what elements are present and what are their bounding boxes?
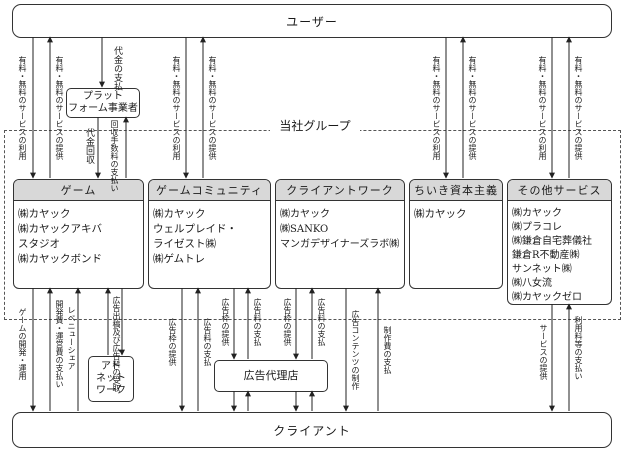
label-collect: 代金回収 — [84, 128, 94, 164]
label-c-slot: 広告枠の提供 — [168, 318, 177, 366]
ad-agency-label: 広告代理店 — [243, 369, 299, 382]
label-o-service: サービスの提供 — [539, 324, 548, 380]
company-item: サンネット㈱ — [512, 264, 572, 275]
panel-game-community-list: ㈱カヤック ウェルプレイド・ ライゼスト㈱ ㈱ゲムトレ — [149, 201, 270, 267]
company-item: ㈱八女流 — [512, 278, 552, 289]
ad-agency-box: 広告代理店 — [214, 360, 328, 392]
company-item: ㈱カヤック — [512, 208, 562, 219]
panel-game-community: ゲームコミュニティ ㈱カヤック ウェルプレイド・ ライゼスト㈱ ㈱ゲムトレ — [148, 179, 271, 289]
label-chiiki-use: 有料・無料のサービスの利用 — [432, 56, 441, 160]
company-item: ㈱プラコレ — [512, 222, 562, 233]
platform-line2: フォーム事業者 — [68, 103, 138, 114]
ad-network-line3: ワーク — [96, 385, 126, 396]
label-o-fee: 利用料等の支払い — [574, 316, 583, 380]
company-item: ライゼスト㈱ — [153, 238, 216, 250]
label-c-fee: 広告料の支払 — [203, 318, 212, 366]
panel-client-work-title: クライアントワーク — [276, 180, 404, 201]
user-bar: ユーザー — [12, 4, 612, 38]
label-chiiki-provide: 有料・無料のサービスの提供 — [468, 56, 477, 160]
panel-client-work: クライアントワーク ㈱カヤック ㈱SANKO マンガデザイナーズラボ㈱ — [275, 179, 405, 289]
group-label: 当社グループ — [270, 117, 360, 134]
panel-client-work-list: ㈱カヤック ㈱SANKO マンガデザイナーズラボ㈱ — [276, 201, 404, 252]
label-game-use: 有料・無料のサービスの利用 — [18, 56, 27, 160]
label-g-revshare: レベニューシェア — [67, 306, 76, 370]
ad-network-line2: ネット — [96, 373, 126, 384]
ad-network-line1: アド — [101, 361, 121, 372]
panel-other-services-list: ㈱カヤック ㈱プラコレ ㈱鎌倉自宅葬儀社 鎌倉R不動産㈱ サンネット㈱ ㈱八女流… — [508, 201, 611, 304]
label-c-fee2: 広告料の支払 — [253, 298, 262, 346]
label-cw-content: 広告コンテンツの制作 — [351, 310, 360, 390]
company-item: ㈱カヤックゼロ — [512, 292, 582, 303]
company-item: ㈱カヤック — [18, 208, 71, 220]
platform-operator-box: プラット フォーム事業者 — [66, 88, 140, 118]
label-g-cost: 開発費・運営費の支払い — [55, 300, 64, 388]
company-item: ㈱ゲムトレ — [153, 253, 205, 265]
panel-game: ゲーム ㈱カヤック ㈱カヤックアキバ スタジオ ㈱カヤックボンド — [13, 179, 144, 289]
company-item: ㈱SANKO — [280, 224, 329, 235]
panel-local-capitalism: ちいき資本主義 ㈱カヤック — [409, 179, 503, 289]
label-game-provide: 有料・無料のサービスの提供 — [55, 56, 64, 160]
panel-game-community-title: ゲームコミュニティ — [149, 180, 270, 201]
label-cw-slot: 広告枠の提供 — [283, 298, 292, 346]
company-item: ㈱カヤック — [153, 208, 206, 220]
company-item: ㈱鎌倉自宅葬儀社 — [512, 236, 592, 247]
company-item: 鎌倉R不動産㈱ — [512, 250, 580, 261]
label-c-slot2: 広告枠の提供 — [221, 298, 230, 346]
label-other-provide: 有料・無料のサービスの提供 — [574, 56, 583, 160]
panel-game-title: ゲーム — [14, 180, 143, 201]
label-g-dev: ゲームの開発・運用 — [18, 308, 27, 380]
company-item: ㈱カヤック — [280, 209, 330, 220]
company-item: ㈱カヤックボンド — [18, 253, 102, 265]
label-pay: 代金の支払 — [112, 46, 122, 91]
client-bar: クライアント — [12, 412, 612, 448]
company-item: スタジオ — [18, 238, 60, 250]
client-bar-label: クライアント — [273, 423, 351, 438]
panel-game-list: ㈱カヤック ㈱カヤックアキバ スタジオ ㈱カヤックボンド — [14, 201, 143, 267]
panel-other-services: その他サービス ㈱カヤック ㈱プラコレ ㈱鎌倉自宅葬儀社 鎌倉R不動産㈱ サンネ… — [507, 179, 612, 305]
label-g-adout: 広告出稿及び広告料の受取 — [112, 296, 121, 392]
label-fee: 回収手数料の支払い — [110, 120, 119, 192]
company-item: ウェルプレイド・ — [153, 223, 237, 235]
user-bar-label: ユーザー — [286, 14, 338, 29]
company-item: マンガデザイナーズラボ㈱ — [280, 239, 400, 250]
ad-network-box: アド ネット ワーク — [88, 356, 134, 402]
label-other-use: 有料・無料のサービスの利用 — [538, 56, 547, 160]
panel-local-capitalism-title: ちいき資本主義 — [410, 180, 502, 201]
panel-other-services-title: その他サービス — [508, 180, 611, 201]
label-cw-fee: 広告料の支払 — [317, 298, 326, 346]
label-cw-prodfee: 制作費の支払 — [383, 326, 392, 374]
company-item: ㈱カヤックアキバ — [18, 223, 102, 235]
label-comm-use: 有料・無料のサービスの利用 — [172, 56, 181, 160]
label-comm-provide: 有料・無料のサービスの提供 — [208, 56, 217, 160]
panel-local-capitalism-list: ㈱カヤック — [410, 201, 502, 222]
platform-line1: プラット — [83, 91, 123, 102]
company-item: ㈱カヤック — [414, 208, 467, 220]
